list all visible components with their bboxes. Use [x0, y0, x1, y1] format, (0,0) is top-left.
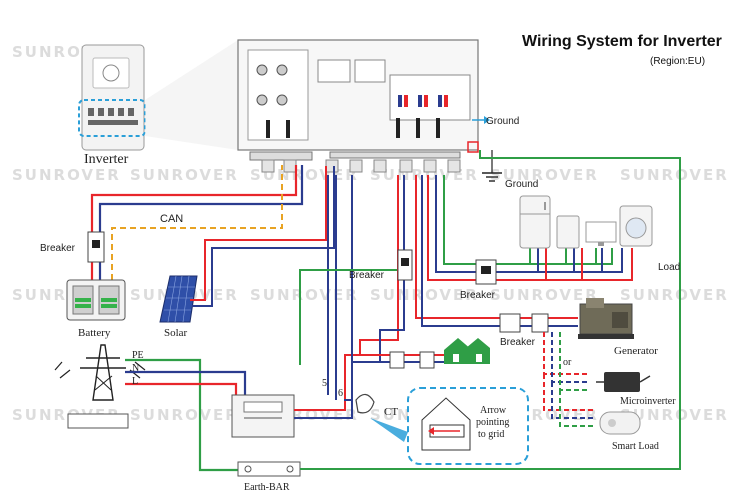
wire-6-label: 6: [338, 388, 343, 399]
fridge-icon: [519, 195, 551, 249]
breaker-gen: Breaker: [499, 313, 549, 348]
ct-label: CT: [384, 406, 398, 418]
generator-label: Generator: [614, 345, 658, 357]
microinverter-label: Microinverter: [620, 396, 676, 407]
inverter-terminal-highlight: [78, 99, 146, 137]
grid-wires: [125, 358, 247, 472]
ct-clamp: CT: [355, 393, 408, 442]
ground-top: Ground: [472, 116, 519, 127]
breaker-left-label: Breaker: [40, 243, 76, 254]
breaker-left: Breaker: [40, 231, 105, 263]
ground-top-label: Ground: [486, 116, 519, 127]
washing-machine-icon: [619, 205, 653, 247]
inverter-thumbnail: Inverter: [78, 40, 238, 167]
watermark: SUNROVER: [620, 166, 729, 184]
home-breaker: [389, 351, 435, 369]
ct-direction-callout: Arrow pointing to grid: [407, 387, 529, 465]
pe-label: PE: [132, 350, 144, 361]
inverter-label: Inverter: [84, 152, 129, 167]
ct-wires: [327, 175, 353, 401]
breaker-load: Breaker: [460, 259, 497, 301]
inverter-terminal-panel: [237, 39, 479, 173]
grid-tower: [54, 344, 146, 429]
breaker-mid-label: Breaker: [349, 270, 385, 281]
home-icon: [444, 338, 490, 364]
earth-grid-wire: [299, 269, 410, 365]
region-label: (Region:EU): [650, 56, 705, 67]
watermark: SUNROVER: [490, 286, 599, 304]
monitor-icon: [585, 221, 617, 246]
breaker-mid: Breaker: [349, 249, 413, 281]
alt-source-wires: [543, 332, 596, 427]
arrow-text-3: to grid: [478, 429, 504, 440]
watermark: SUNROVER: [130, 166, 239, 184]
load-drops: [529, 248, 603, 280]
diagram-title: Wiring System for Inverter: [522, 33, 722, 50]
can-cable: [111, 165, 283, 280]
generator-icon: Generator: [578, 298, 658, 357]
battery: Battery: [66, 279, 126, 339]
n-label: N: [132, 363, 139, 374]
or-label: or: [563, 357, 572, 368]
watermark: SUNROVER: [12, 166, 121, 184]
earth-bar-label: Earth-BAR: [244, 482, 290, 493]
watermark: SUNROVER: [370, 286, 479, 304]
earth-bar: Earth-BAR: [237, 461, 301, 493]
load-wires: [427, 175, 633, 281]
microinverter-icon: Microinverter: [596, 372, 676, 407]
solar-wires: [190, 166, 335, 307]
earth-loop-wire: [300, 150, 681, 470]
watermark: SUNROVER: [620, 406, 729, 424]
breaker-gen-label: Breaker: [500, 337, 536, 348]
solar-label: Solar: [164, 327, 188, 339]
solar-panel: Solar: [159, 275, 198, 339]
arrow-text-2: pointing: [476, 417, 509, 428]
watermark: SUNROVER: [490, 166, 599, 184]
watermark: SUNROVER: [130, 406, 239, 424]
generator-wires: [415, 175, 578, 327]
smart-load-label: Smart Load: [612, 441, 659, 452]
grid-port-wires: [359, 175, 405, 362]
ground-mid-label: Ground: [505, 179, 538, 190]
breaker-load-label: Breaker: [460, 290, 496, 301]
cabinet-icon: [556, 215, 580, 249]
energy-meter: [231, 394, 295, 438]
ground-symbol: Ground: [482, 150, 538, 190]
watermark: SUNROVER: [620, 286, 729, 304]
l-label: L: [132, 376, 138, 387]
load-label: Load: [658, 262, 680, 273]
battery-wires: [90, 165, 304, 280]
wire-5-label: 5: [322, 378, 327, 389]
watermark: SUNROVER: [250, 286, 359, 304]
smart-load-icon: Smart Load: [599, 411, 659, 452]
battery-label: Battery: [78, 327, 111, 339]
arrow-text-1: Arrow: [480, 405, 507, 416]
can-label: CAN: [160, 213, 183, 225]
